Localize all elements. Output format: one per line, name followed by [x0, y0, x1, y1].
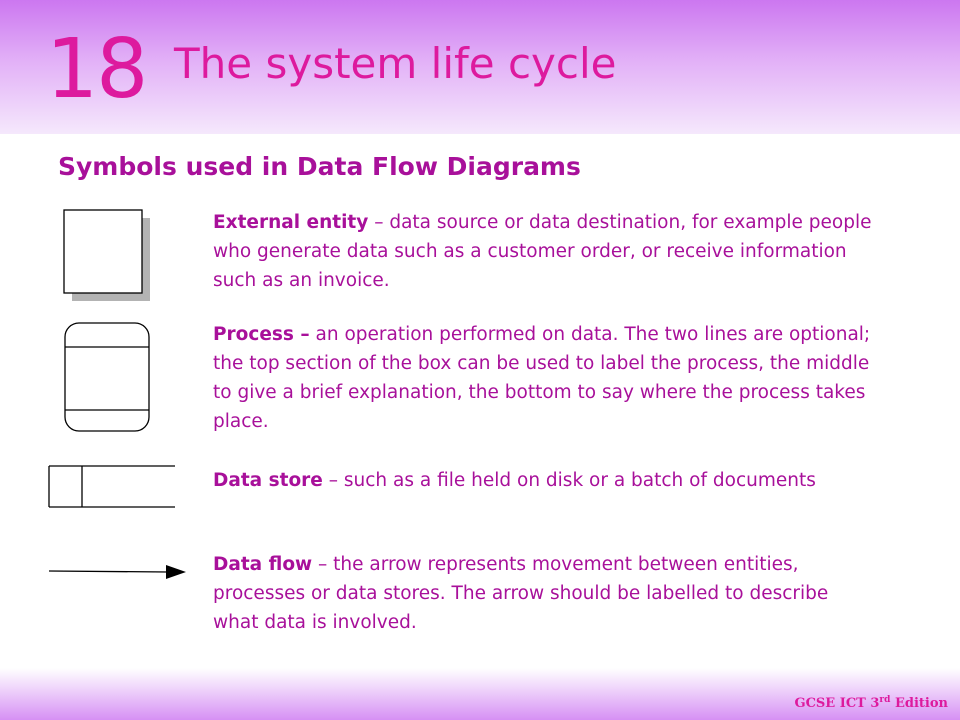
external-entity-term: External entity: [213, 212, 369, 233]
arrowhead-icon: [166, 565, 186, 579]
external-entity-symbol: [63, 209, 150, 301]
external-entity-text: – data source or data destination, for e…: [213, 212, 872, 291]
section-heading: Symbols used in Data Flow Diagrams: [58, 152, 581, 181]
footer-banner: [0, 668, 960, 720]
process-text: an operation performed on data. The two …: [213, 324, 871, 432]
data-flow-term: Data flow: [213, 554, 313, 575]
external-entity-box: [63, 209, 143, 294]
chapter-title: The system life cycle: [174, 39, 617, 88]
footer-title-suffix: Edition: [890, 696, 948, 711]
process-description: Process – an operation performed on data…: [213, 320, 878, 436]
footer-title-main: GCSE ICT 3: [794, 696, 880, 711]
data-store-symbol: [48, 465, 175, 508]
process-box: [64, 322, 150, 432]
data-flow-text: – the arrow represents movement between …: [213, 554, 829, 633]
data-store-description: Data store – such as a file held on disk…: [213, 466, 878, 495]
external-entity-description: External entity – data source or data de…: [213, 208, 878, 295]
data-store-term: Data store: [213, 470, 323, 491]
chapter-number: 18: [46, 22, 148, 117]
footer-title-superscript: rd: [879, 695, 891, 705]
header-banner: [0, 0, 960, 134]
footer-book-title: GCSE ICT 3rd Edition: [794, 694, 948, 714]
process-term: Process –: [213, 324, 310, 345]
process-symbol: [64, 322, 150, 432]
data-flow-arrow-shaft: [48, 570, 169, 573]
data-flow-description: Data flow – the arrow represents movemen…: [213, 550, 878, 637]
data-store-text: – such as a file held on disk or a batch…: [322, 470, 816, 491]
data-flow-arrow-symbol: [48, 565, 186, 579]
